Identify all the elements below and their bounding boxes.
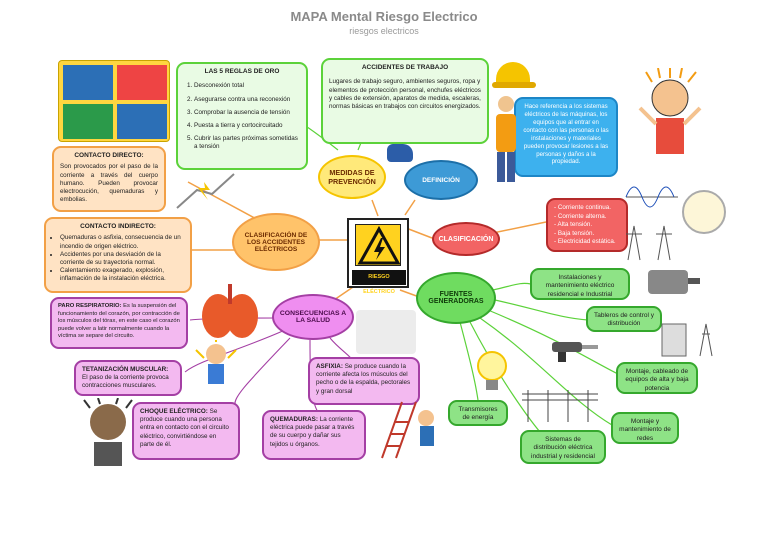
fuente-transmisores: Transmisores de energía bbox=[448, 400, 508, 426]
reglas-de-oro-box: LAS 5 REGLAS DE ORO Desconexión total As… bbox=[176, 62, 308, 170]
safety-steps-illustration bbox=[58, 60, 170, 142]
regla-item: Puesta a tierra y cortocircuitado bbox=[194, 122, 300, 130]
medidas-prevencion-node: MEDIDAS DE PREVENCIÓN bbox=[318, 155, 386, 199]
fuente-sistemas: Sistemas de distribución eléctrica indus… bbox=[520, 430, 606, 464]
shocked-man-icon bbox=[186, 340, 246, 398]
clasif-item: - Baja tensión. bbox=[554, 230, 620, 239]
indirecto-item: Calentamiento exagerado, explosión, infl… bbox=[60, 267, 184, 283]
definicion-label: DEFINICIÓN bbox=[422, 177, 460, 184]
contacto-directo-box: CONTACTO DIRECTO: Son provocados por el … bbox=[52, 146, 166, 212]
page-subtitle: riesgos electricos bbox=[0, 26, 768, 36]
electrocuted-person-icon bbox=[630, 68, 710, 168]
lungs-icon bbox=[190, 282, 270, 342]
sign-text: RIESGO ELÉCTRICO bbox=[352, 270, 406, 285]
reglas-title: LAS 5 REGLAS DE ORO bbox=[184, 68, 300, 76]
robot-shock-icon bbox=[356, 310, 416, 354]
clasificacion-label: CLASIFICACIÓN bbox=[439, 236, 494, 243]
distribution-lines-icon bbox=[522, 384, 600, 424]
control-panel-icon bbox=[660, 320, 724, 360]
worker-icon bbox=[492, 96, 520, 186]
indirecto-item: Quemaduras o asfixia, consecuencia de un… bbox=[60, 234, 184, 250]
indirecto-item: Accidentes por una desviación de la corr… bbox=[60, 251, 184, 267]
clasif-item: - Corriente alterna. bbox=[554, 213, 620, 222]
quemaduras-title: QUEMADURAS: bbox=[270, 416, 318, 423]
electric-cable-spark-icon bbox=[172, 168, 242, 212]
fuente-instalaciones-text: Instalaciones y mantenimiento eléctrico … bbox=[546, 274, 615, 298]
safety-boot-icon bbox=[385, 142, 421, 166]
page-title: MAPA Mental Riesgo Electrico bbox=[0, 9, 768, 24]
ladder-shock-icon bbox=[372, 398, 448, 462]
tetanizacion-title: TETANIZACIÓN MUSCULAR: bbox=[82, 366, 168, 373]
regla-item: Cubrir las partes próximas sometidas a t… bbox=[194, 135, 300, 151]
consecuencias-node: CONSECUENCIAS A LA SALUD bbox=[272, 294, 354, 340]
fuente-transmisores-text: Transmisores de energía bbox=[458, 406, 497, 421]
tetanizacion-box: TETANIZACIÓN MUSCULAR: El paso de la cor… bbox=[74, 360, 182, 396]
clasif-item: - Alta tensión. bbox=[554, 221, 620, 230]
light-bulb-icon bbox=[464, 346, 520, 396]
definicion-text: Hace referencia a los sistemas eléctrico… bbox=[522, 103, 610, 166]
directo-title: CONTACTO DIRECTO: bbox=[60, 152, 158, 160]
choque-title: CHOQUE ELÉCTRICO: bbox=[140, 408, 208, 415]
regla-item: Comprobar la ausencia de tensión bbox=[194, 109, 300, 117]
fuente-montaje-alta-text: Montaje, cableado de equipos de alta y b… bbox=[625, 368, 688, 392]
asfixia-title: ASFIXIA: bbox=[316, 363, 343, 370]
definicion-text-box: Hace referencia a los sistemas eléctrico… bbox=[514, 97, 618, 177]
regla-item: Desconexión total bbox=[194, 82, 300, 90]
clasificacion-node: CLASIFICACIÓN bbox=[432, 222, 500, 256]
paro-respiratorio-box: PARO RESPIRATORIO: Es la suspensión del … bbox=[50, 297, 188, 349]
directo-text: Son provocados por el paso de la corrien… bbox=[60, 163, 158, 204]
choque-electrico-box: CHOQUE ELÉCTRICO: Se produce cuando una … bbox=[132, 402, 240, 460]
motor-icon bbox=[640, 262, 704, 302]
accidentes-title: ACCIDENTES DE TRABAJO bbox=[329, 64, 481, 72]
clasif-item: - Electricidad estática. bbox=[554, 238, 620, 247]
fuente-tableros-text: Tableros de control y distribución bbox=[594, 312, 654, 327]
fuente-tableros: Tableros de control y distribución bbox=[586, 306, 662, 332]
riesgo-electrico-sign: RIESGO ELÉCTRICO bbox=[347, 218, 409, 288]
consecuencias-label: CONSECUENCIAS A LA SALUD bbox=[278, 310, 348, 324]
accidentes-trabajo-box: ACCIDENTES DE TRABAJO Lugares de trabajo… bbox=[321, 58, 489, 144]
hard-hat-icon bbox=[492, 60, 536, 90]
power-towers-icon bbox=[618, 222, 678, 262]
indirecto-title: CONTACTO INDIRECTO: bbox=[52, 223, 184, 231]
accidentes-text: Lugares de trabajo seguro, ambientes seg… bbox=[329, 78, 481, 111]
contacto-indirecto-box: CONTACTO INDIRECTO: Quemaduras o asfixia… bbox=[44, 217, 192, 293]
burnt-person-icon bbox=[80, 398, 136, 468]
regla-item: Asegurarse contra una reconexión bbox=[194, 96, 300, 104]
paro-title: PARO RESPIRATORIO: bbox=[58, 303, 121, 309]
fuente-montaje-alta: Montaje, cableado de equipos de alta y b… bbox=[616, 362, 698, 394]
quemaduras-box: QUEMADURAS: La corriente eléctrica puede… bbox=[262, 410, 366, 460]
fuente-sistemas-text: Sistemas de distribución eléctrica indus… bbox=[531, 436, 595, 460]
medidas-label: MEDIDAS DE PREVENCIÓN bbox=[324, 168, 380, 186]
fuentes-generadoras-node: FUENTES GENERADORAS bbox=[416, 272, 496, 324]
fuente-instalaciones: Instalaciones y mantenimiento eléctrico … bbox=[530, 268, 630, 300]
power-drill-icon bbox=[548, 338, 604, 362]
clasificacion-list-box: - Corriente continua. - Corriente altern… bbox=[546, 198, 628, 252]
tetanizacion-text: El paso de la corriente provoca contracc… bbox=[82, 374, 169, 389]
clasif-item: - Corriente continua. bbox=[554, 204, 620, 213]
warning-triangle-icon bbox=[355, 224, 401, 266]
alternating-current-chart-icon bbox=[622, 172, 682, 222]
fuente-montaje-redes-text: Montaje y mantenimiento de redes bbox=[619, 418, 671, 442]
clasif-accidentes-label: CLASIFICACIÓN DE LOS ACCIDENTES ELÉCTRIC… bbox=[238, 232, 314, 253]
cartoon-bulb-icon bbox=[682, 190, 726, 234]
clasificacion-accidentes-node: CLASIFICACIÓN DE LOS ACCIDENTES ELÉCTRIC… bbox=[232, 213, 320, 271]
definicion-node: DEFINICIÓN bbox=[404, 160, 478, 200]
fuentes-label: FUENTES GENERADORAS bbox=[422, 291, 490, 305]
fuente-montaje-redes: Montaje y mantenimiento de redes bbox=[611, 412, 679, 444]
